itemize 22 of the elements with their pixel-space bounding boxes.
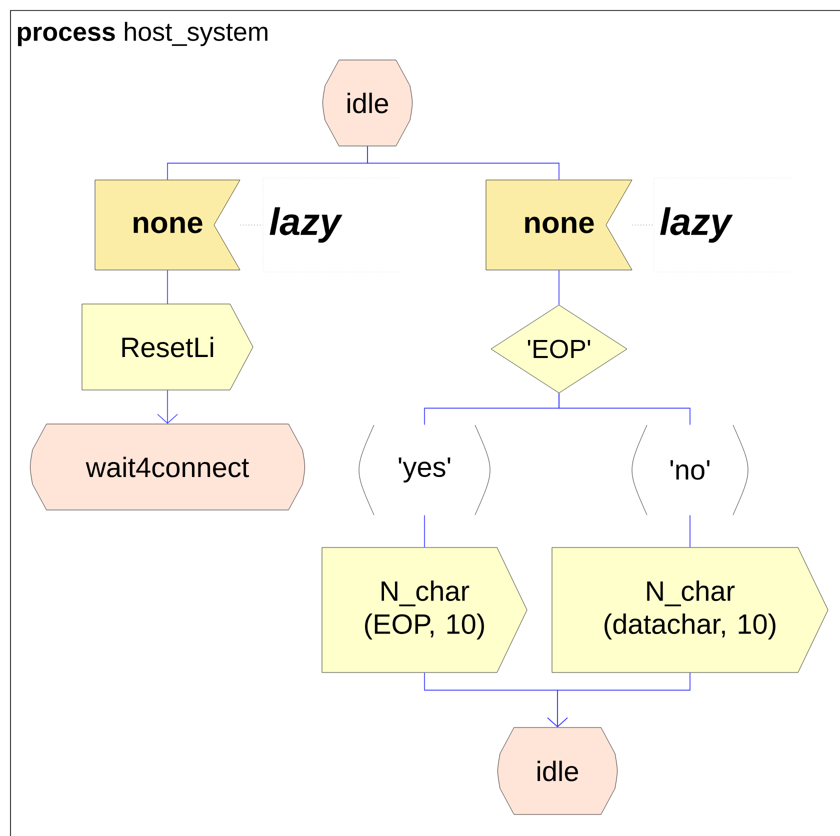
connector-line xyxy=(558,270,560,306)
input-signal-box: none xyxy=(94,180,240,270)
connector-line xyxy=(367,146,560,180)
state-box: idle xyxy=(498,727,618,815)
arrow xyxy=(157,390,178,424)
answer-label: 'no' xyxy=(632,424,748,516)
output-signal-box: N_char (EOP, 10) xyxy=(322,547,528,673)
answer-label: 'yes' xyxy=(358,424,490,516)
connector-line xyxy=(424,514,425,548)
state-box: idle xyxy=(322,60,412,146)
comment-box: lazy xyxy=(262,178,400,272)
output-signal-box: ResetLi xyxy=(82,304,254,390)
arrow xyxy=(547,672,690,728)
connector-line xyxy=(167,270,168,304)
state-box: wait4connect xyxy=(30,424,305,510)
title: process host_system xyxy=(18,22,268,46)
connector-line xyxy=(240,224,264,226)
output-signal-box: N_char (datachar, 10) xyxy=(552,547,828,673)
input-signal-box: none xyxy=(486,180,632,270)
connector-line xyxy=(632,224,654,226)
comment-box: lazy xyxy=(654,178,790,272)
connector-line xyxy=(558,392,690,426)
